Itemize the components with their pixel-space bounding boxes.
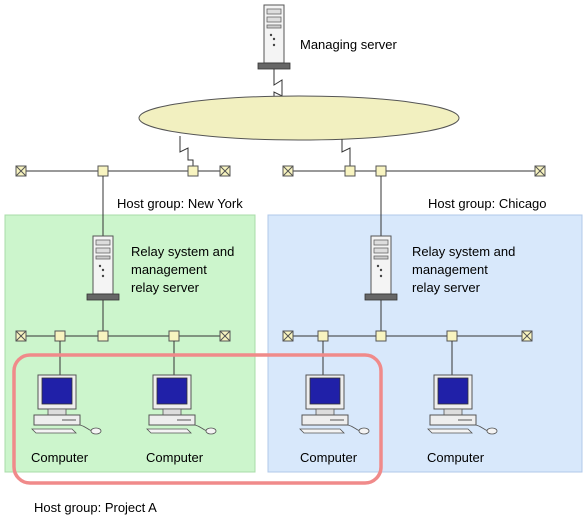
- terminator-icon: [534, 165, 546, 177]
- group-project-a-label: Host group: Project A: [34, 500, 157, 515]
- relay-server-chicago-line3: relay server: [412, 280, 481, 295]
- node-icon: [187, 165, 199, 177]
- relay-server-chicago-line1: Relay system and: [412, 244, 515, 259]
- chicago-wan-link: [341, 139, 351, 171]
- managing-server-label: Managing server: [300, 37, 397, 52]
- terminator-icon: [219, 165, 231, 177]
- computer-label-3: Computer: [300, 450, 358, 465]
- managing-server-link: [273, 69, 283, 104]
- relay-server-ny-line1: Relay system and: [131, 244, 234, 259]
- terminator-icon: [521, 330, 533, 342]
- computer-label-1: Computer: [31, 450, 89, 465]
- terminator-icon: [219, 330, 231, 342]
- terminator-icon: [15, 330, 27, 342]
- network-ellipse: [138, 95, 460, 141]
- terminator-icon: [282, 330, 294, 342]
- node-icon: [446, 330, 458, 342]
- node-icon: [97, 165, 109, 177]
- ny-wan-link: [179, 136, 194, 171]
- group-project-a-outline: [12, 353, 383, 485]
- terminator-icon: [15, 165, 27, 177]
- managing-server-icon: [257, 4, 291, 70]
- relay-server-ny-line3: relay server: [131, 280, 200, 295]
- node-icon: [344, 165, 356, 177]
- node-icon: [375, 330, 387, 342]
- node-icon: [168, 330, 180, 342]
- node-icon: [54, 330, 66, 342]
- group-chicago-label: Host group: Chicago: [428, 196, 547, 211]
- node-icon: [375, 165, 387, 177]
- relay-server-chicago-line2: management: [412, 262, 488, 277]
- computer-label-2: Computer: [146, 450, 204, 465]
- relay-server-ny-line2: management: [131, 262, 207, 277]
- node-icon: [317, 330, 329, 342]
- computer-label-4: Computer: [427, 450, 485, 465]
- node-icon: [97, 330, 109, 342]
- group-new-york-label: Host group: New York: [117, 196, 243, 211]
- terminator-icon: [282, 165, 294, 177]
